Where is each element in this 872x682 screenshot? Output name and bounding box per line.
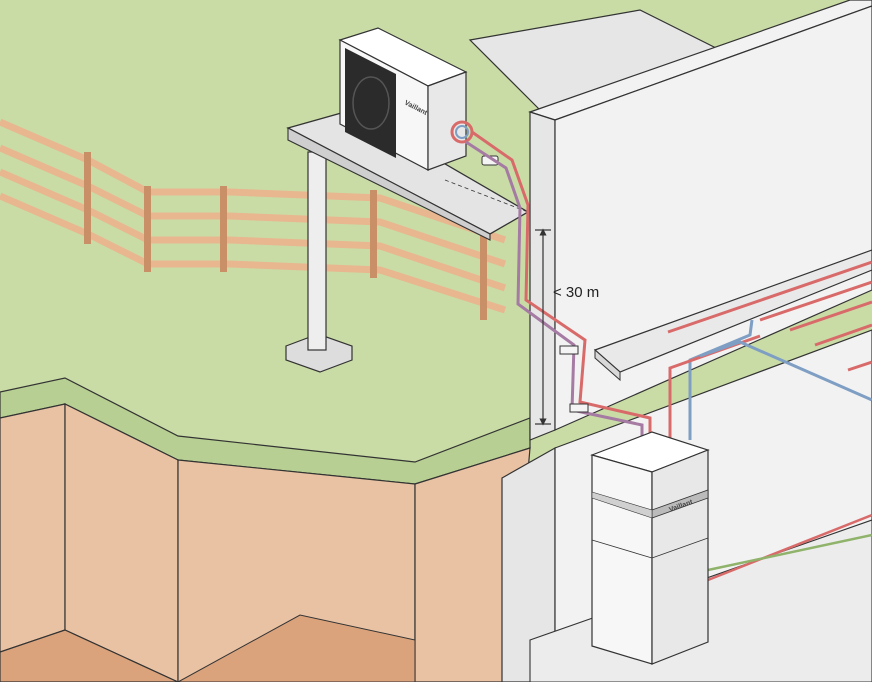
- refrigerant-line-hot: [471, 130, 652, 445]
- soil-face-right: [177, 459, 416, 682]
- soil-floor: [0, 629, 179, 682]
- hot-pipe-run: [707, 513, 872, 582]
- ceiling-slab-edge: [594, 348, 621, 382]
- soil-face-mid: [64, 403, 179, 682]
- cold-pipe-run: [699, 340, 872, 402]
- platform-leg: [307, 151, 327, 351]
- heat-pump-outdoor-unit-icon: Vaillant: [338, 27, 499, 171]
- fence-rail-2: [0, 144, 507, 268]
- indoor-unit-side: [651, 449, 709, 665]
- floor-heating-pipe: [667, 260, 872, 334]
- soil-cutaway: [0, 377, 531, 682]
- fence-post: [144, 186, 151, 272]
- fence-rail-3: [0, 168, 507, 292]
- wooden-fence-icon: [0, 118, 507, 320]
- indoor-unit-front: [591, 454, 653, 665]
- vertical-dimension-arrow-icon: [535, 228, 551, 426]
- floor-heating-pipe: [789, 300, 872, 332]
- fence-rail-4: [0, 192, 507, 314]
- underfloor-heating-loop: [667, 260, 872, 372]
- green-pipe-run: [707, 533, 872, 572]
- fan-blade-ring: [352, 76, 390, 130]
- fence-post: [220, 186, 227, 272]
- soil-face-far: [414, 447, 531, 682]
- fan-grille: [345, 48, 396, 158]
- pipe-clamp: [559, 345, 579, 355]
- pipe-length-label: < 30 m: [553, 284, 599, 301]
- fence-post: [370, 190, 377, 278]
- pipe-coil-inner: [455, 125, 469, 139]
- fence-post: [480, 228, 487, 320]
- indoor-unit-trim-front: [591, 491, 653, 519]
- fence-rail-1: [0, 118, 507, 244]
- connecting-pipes: [465, 130, 872, 582]
- platform-edge: [287, 127, 491, 241]
- indoor-unit-door-split: [591, 539, 653, 559]
- pipe-clamp: [569, 403, 589, 413]
- outdoor-platform: [285, 109, 530, 373]
- basement-left-wall: [501, 446, 556, 682]
- indoor-unit-cabinet-icon: Vaillant: [590, 431, 710, 665]
- floor-heating-pipe: [759, 280, 872, 322]
- floor-heating-pipe: [814, 323, 872, 347]
- soil-floor-right: [177, 614, 416, 682]
- outdoor-unit-side: [427, 71, 467, 171]
- soil-face-left: [0, 403, 66, 653]
- fence-post: [84, 152, 91, 244]
- platform-wall-line: [444, 179, 529, 213]
- wall-inner-face: [554, 5, 872, 431]
- indoor-unit-side-split: [651, 537, 709, 559]
- floor-heating-pipe: [847, 360, 872, 372]
